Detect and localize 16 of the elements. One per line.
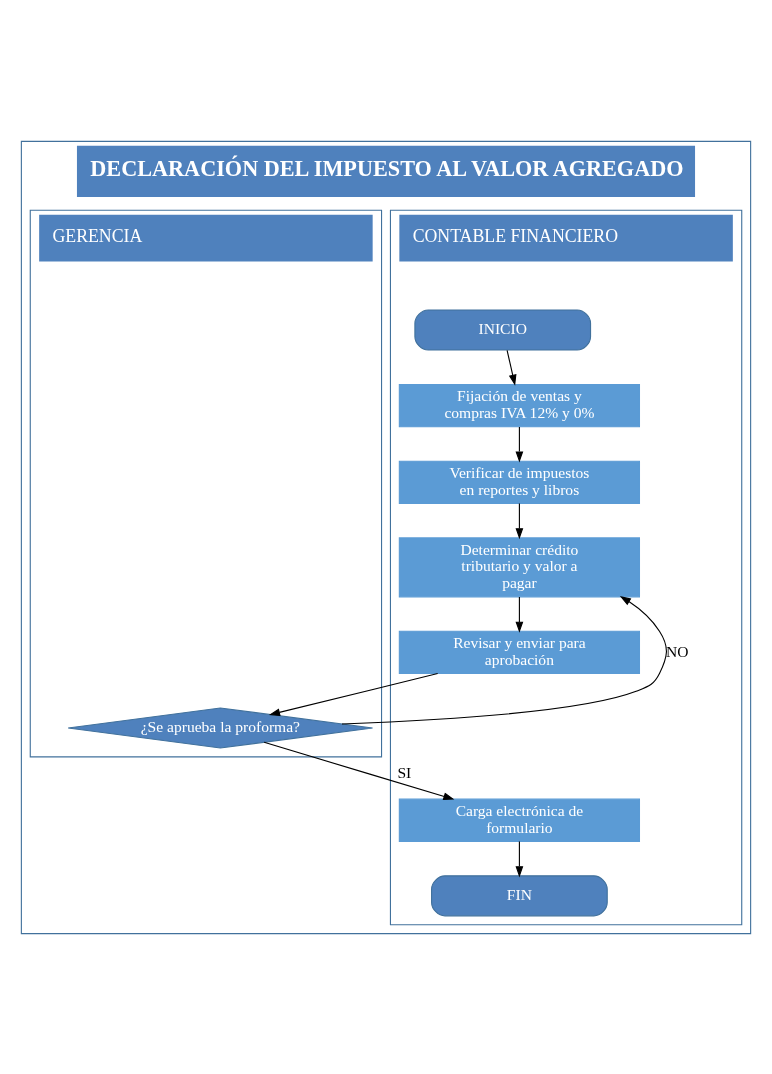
- arrow: [506, 349, 517, 386]
- arrow: [341, 595, 667, 725]
- node-box: Determinar crédito tributario y valor a pagar: [398, 536, 640, 597]
- arrow: [515, 426, 524, 463]
- node-box: Revisar y enviar para aprobación: [398, 630, 640, 674]
- arrow: [515, 502, 524, 539]
- node-box: Carga electrónica de formulario: [398, 798, 640, 842]
- arrow: [268, 672, 439, 716]
- edge-label: SI: [397, 763, 412, 781]
- arrow: [515, 840, 524, 877]
- arrow: [515, 595, 524, 633]
- node-box: FIN: [431, 874, 608, 916]
- node-box: INICIO: [414, 308, 592, 351]
- arrow: [263, 741, 455, 800]
- node-box: Fijación de ventas y compras IVA 12% y 0%: [398, 383, 640, 427]
- node-box: Verificar de impuestos en reportes y libros: [398, 460, 640, 504]
